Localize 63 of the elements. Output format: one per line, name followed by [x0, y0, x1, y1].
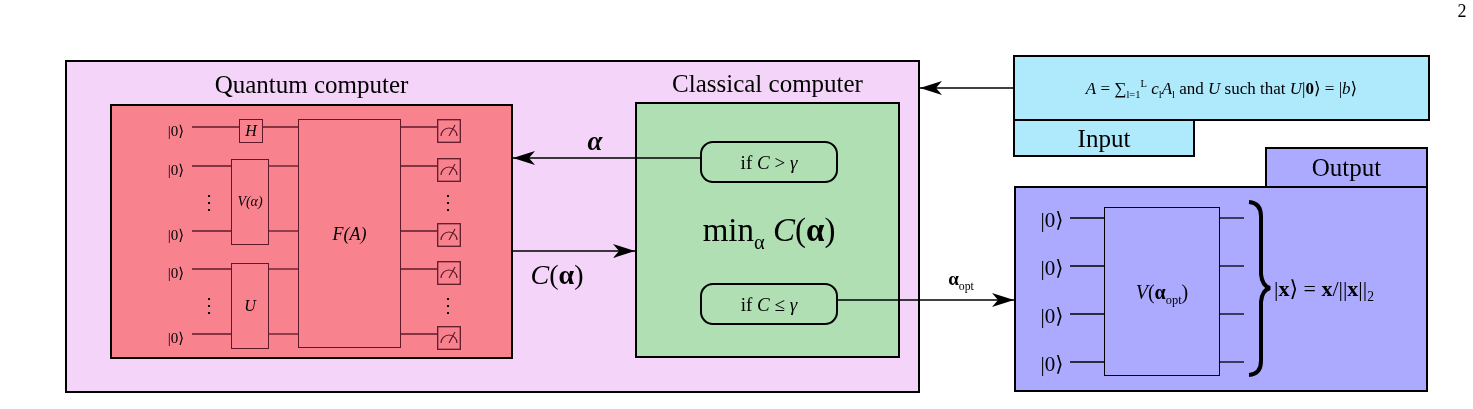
- qubit-wire: [1069, 265, 1105, 267]
- qubit-state-label: |0⟩: [160, 225, 192, 245]
- qubit-wire: [400, 333, 438, 335]
- qubit-wire: [1219, 217, 1245, 219]
- gate-box: F(A): [298, 119, 401, 348]
- gate-box: U: [231, 263, 269, 349]
- qubit-wire: [400, 126, 438, 128]
- qubit-state-label: |0⟩: [160, 160, 192, 180]
- arrow: [919, 81, 1014, 95]
- arrow: [512, 151, 701, 165]
- qubit-wire: [1219, 361, 1245, 363]
- qubit-wire: [400, 165, 438, 167]
- panel-title: Quantum computer: [213, 69, 410, 100]
- qubit-state-label: |0⟩: [1034, 304, 1070, 328]
- qubit-wire: [1069, 361, 1105, 363]
- qubit-wire: [191, 165, 232, 167]
- qubit-wire: [1219, 265, 1245, 267]
- qubit-state-label: |0⟩: [1034, 352, 1070, 376]
- measurement-meter-icon: [437, 261, 461, 285]
- vertical-ellipsis: ⋮: [438, 293, 458, 318]
- qubit-wire: [262, 126, 299, 128]
- qubit-state-label: |0⟩: [160, 328, 192, 348]
- measurement-meter-icon: [437, 223, 461, 247]
- measurement-meter-icon: [437, 158, 461, 182]
- solution-formula: |x⟩ = x/||x||$_{2}$: [1274, 275, 1375, 307]
- qubit-wire: [268, 268, 299, 270]
- objective-formula: min$_{α}$ C(α): [701, 210, 837, 255]
- output-label-tab: Output: [1265, 147, 1428, 188]
- edge-label: α: [586, 126, 604, 156]
- gate-box: V(α): [231, 159, 269, 245]
- qubit-wire: [191, 333, 232, 335]
- qubit-state-label: |0⟩: [1034, 208, 1070, 232]
- arrow: [512, 244, 636, 258]
- qubit-wire: [400, 230, 438, 232]
- condition-box: if C ≤ γ: [700, 283, 838, 325]
- gate-box: V(α$_{opt}$): [1104, 207, 1220, 376]
- qubit-wire: [191, 230, 232, 232]
- qubit-wire: [191, 268, 232, 270]
- vertical-ellipsis: ⋮: [199, 190, 219, 215]
- panel-title: Classical computer: [671, 68, 864, 99]
- arrow: [837, 293, 1015, 307]
- qubit-wire: [1219, 313, 1245, 315]
- qubit-wire: [400, 268, 438, 270]
- condition-box: if C > γ: [700, 141, 838, 183]
- gate-box: H: [239, 119, 263, 143]
- qubit-state-label: |0⟩: [1034, 256, 1070, 280]
- measurement-meter-icon: [437, 326, 461, 350]
- qubit-wire: [268, 165, 299, 167]
- qubit-wire: [268, 230, 299, 232]
- vertical-ellipsis: ⋮: [199, 293, 219, 318]
- edge-label: C(α): [529, 258, 585, 292]
- page-number: 2: [1456, 0, 1468, 22]
- vertical-ellipsis: ⋮: [438, 190, 458, 215]
- qubit-wire: [268, 333, 299, 335]
- qubit-wire: [1069, 313, 1105, 315]
- qubit-state-label: |0⟩: [160, 263, 192, 283]
- system-panel: [65, 60, 920, 393]
- input-label-tab: Input: [1013, 119, 1195, 157]
- measurement-meter-icon: [437, 119, 461, 143]
- qubit-wire: [1069, 217, 1105, 219]
- input-formula-box: A = ∑$_{l=1}$$^{L}$ c$_{l}$A$_{l}$ and U such that U|0⟩ = |b⟩: [1013, 55, 1430, 121]
- qubit-state-label: |0⟩: [160, 121, 192, 141]
- qubit-wire: [191, 126, 240, 128]
